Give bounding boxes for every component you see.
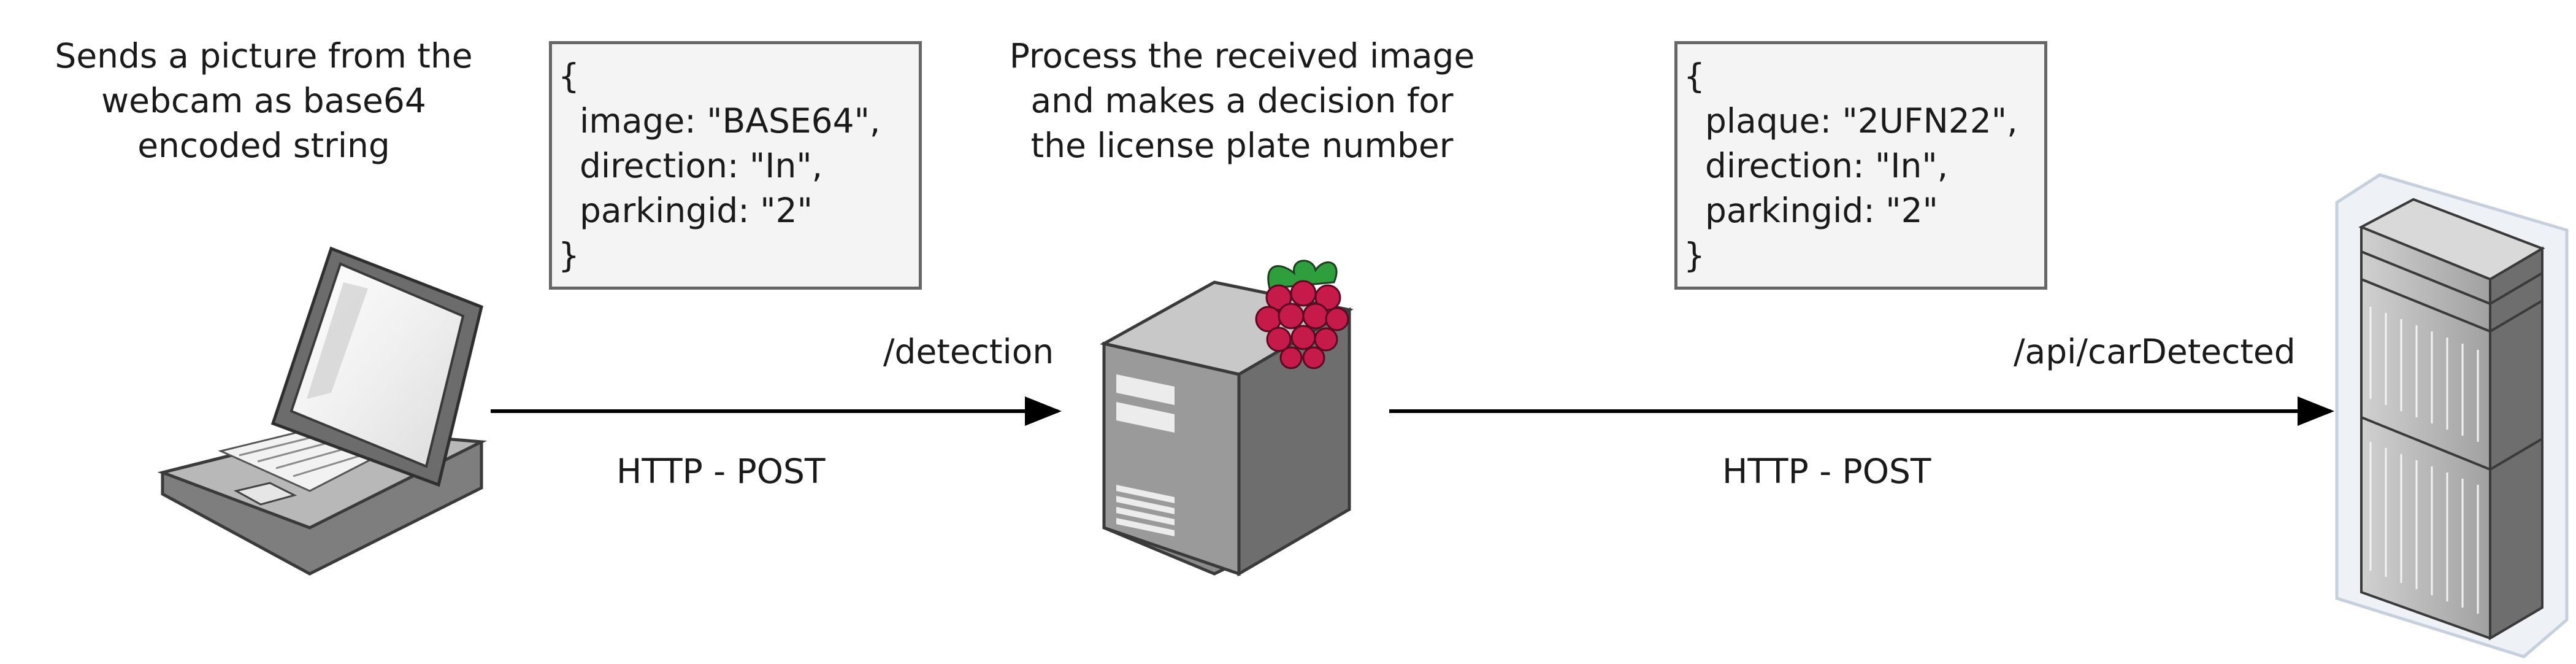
response-payload-line: } [1684, 236, 1705, 275]
request-payload-line: parkingid: "2" [558, 191, 813, 230]
request-payload-line: direction: "In", [558, 146, 823, 185]
request-payload-line: { [558, 56, 580, 96]
raspberry-pi-server-icon [1100, 260, 1354, 577]
request-endpoint-label: /detection [883, 332, 1054, 371]
response-payload-line: plaque: "2UFN22", [1684, 101, 2018, 141]
response-endpoint-label: /api/carDetected [2014, 332, 2296, 371]
request-payload-box: { image: "BASE64", direction: "In", park… [549, 41, 922, 290]
response-payload-box: { plaque: "2UFN22", direction: "In", par… [1674, 41, 2047, 290]
response-payload-line: direction: "In", [1684, 146, 1949, 185]
laptop-icon [157, 246, 488, 576]
processor-caption: Process the received image and makes a d… [1009, 36, 1475, 165]
response-payload-line: parkingid: "2" [1684, 191, 1938, 230]
request-payload-line: image: "BASE64", [558, 101, 881, 141]
raspberry-icon [1255, 260, 1349, 369]
request-payload-line: } [558, 236, 580, 275]
client-caption: Sends a picture from the webcam as base6… [55, 36, 473, 165]
response-method-label: HTTP - POST [1722, 452, 1931, 491]
server-rack-icon [2335, 173, 2569, 658]
request-method-label: HTTP - POST [616, 452, 826, 491]
response-payload-line: { [1684, 56, 1705, 96]
